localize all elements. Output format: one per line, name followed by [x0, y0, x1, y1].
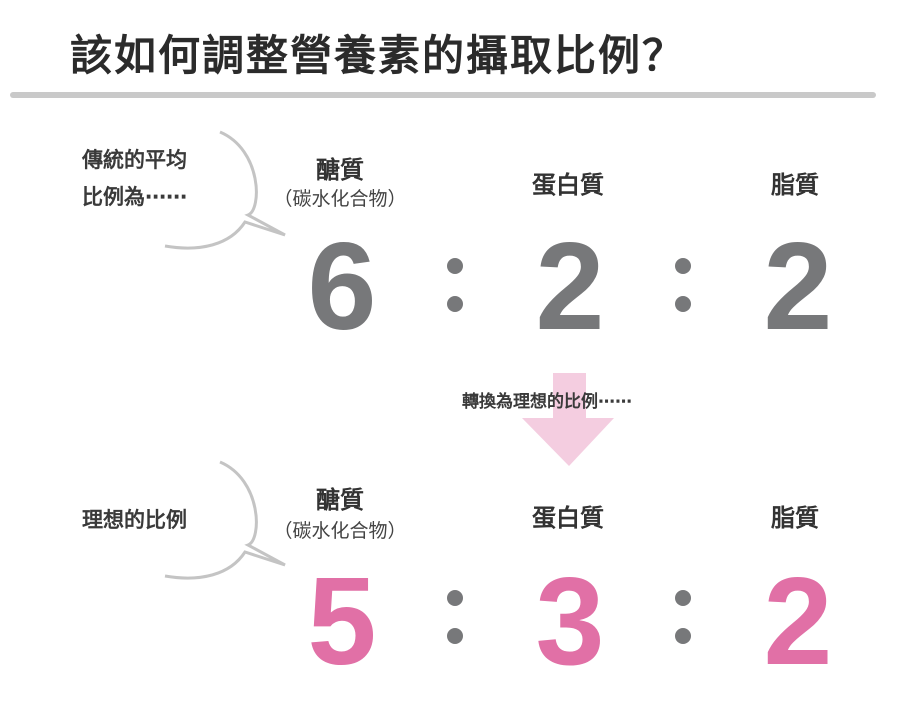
ratio-colon — [447, 590, 463, 666]
carb-value: 5 — [307, 553, 377, 691]
bubble-line: 比例為⋯⋯ — [82, 185, 187, 209]
bubble-line: 理想的比例 — [82, 508, 187, 532]
protein-value: 2 — [535, 218, 605, 356]
ratio-colon — [447, 258, 463, 334]
ratio-colon — [675, 590, 691, 666]
fat-value: 2 — [763, 553, 833, 691]
protein-label: 蛋白質 — [532, 171, 604, 199]
fat-label: 脂質 — [771, 504, 819, 532]
carb-sublabel: （碳水化合物） — [273, 520, 407, 542]
down-arrow-icon — [522, 373, 614, 466]
speech-bubble-traditional — [164, 130, 286, 250]
carb-label: 醣質 — [316, 486, 364, 514]
fat-label: 脂質 — [771, 171, 819, 199]
traditional-bubble-text: 傳統的平均 比例為⋯⋯ — [82, 142, 187, 216]
bubble-line: 傳統的平均 — [82, 148, 187, 172]
title-divider — [10, 92, 876, 98]
ratio-colon — [675, 258, 691, 334]
page-title: 該如何調整營養素的攝取比例？ — [70, 31, 687, 80]
protein-value: 3 — [535, 553, 605, 691]
carb-label: 醣質 — [316, 156, 364, 184]
fat-value: 2 — [763, 218, 833, 356]
carb-sublabel: （碳水化合物） — [273, 188, 407, 210]
carb-value: 6 — [307, 218, 377, 356]
transition-label: 轉換為理想的比例⋯⋯ — [462, 392, 632, 412]
ideal-bubble-text: 理想的比例 — [82, 502, 187, 539]
protein-label: 蛋白質 — [532, 504, 604, 532]
speech-bubble-ideal — [164, 460, 286, 580]
